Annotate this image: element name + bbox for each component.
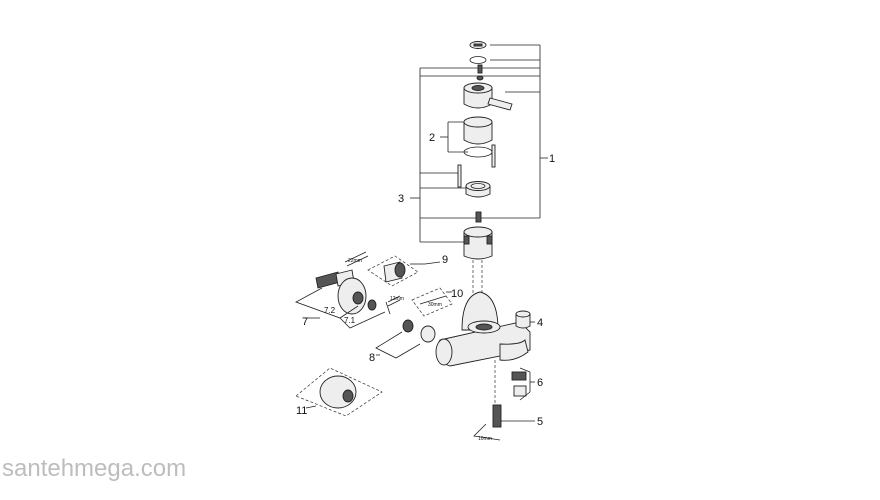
label-part-3: 3: [398, 193, 404, 205]
o-ring-top: [469, 56, 487, 64]
label-part-6: 6: [537, 377, 543, 389]
label-part-9: 9: [442, 254, 448, 266]
cartridge: [463, 226, 493, 260]
diverter: 10mm: [473, 404, 535, 442]
label-part-7-1: 7.1: [344, 316, 356, 325]
label-part-4: 4: [537, 317, 543, 329]
label-part-7: 7: [302, 316, 308, 328]
wrench-22mm: [344, 251, 369, 267]
label-part-7-2: 7.2: [324, 306, 336, 315]
o-ring-large: [463, 146, 493, 158]
leader-group-7: [295, 287, 386, 329]
part-9-group: [367, 255, 441, 287]
tool-size-label: 10mm: [478, 436, 492, 442]
tool-size-label: 22mm: [348, 258, 362, 264]
screw-small: [476, 64, 484, 81]
hex-key-12mm: [385, 295, 401, 315]
tool-size-label: 12mm: [390, 296, 404, 302]
tool-size-label: 30mm: [428, 302, 442, 308]
lever-handle: [463, 82, 513, 111]
retaining-nut: [465, 181, 491, 198]
washer: [367, 299, 377, 311]
end-cap: [515, 310, 535, 329]
mixer-body: [435, 291, 531, 367]
part-11-group: [295, 367, 383, 417]
label-part-2: 2: [429, 132, 435, 144]
leader-group-1: [410, 44, 548, 243]
cover-sleeve: [463, 116, 493, 145]
cartridge-bolts: [457, 144, 496, 188]
spindle: [475, 211, 482, 223]
label-part-8: 8: [369, 352, 375, 364]
label-part-5: 5: [537, 416, 543, 428]
escutcheon: [337, 277, 367, 315]
watermark: santehmega.com: [2, 455, 187, 482]
part-10-group: 30mm: [411, 287, 453, 317]
part-8-group: 12mm: [375, 295, 436, 359]
handle-cap: [469, 41, 487, 49]
label-part-10: 10: [451, 288, 463, 300]
label-part-1: 1: [549, 153, 555, 165]
hex-key-10mm: [473, 423, 501, 441]
label-part-11: 11: [296, 405, 307, 417]
aerator: [511, 367, 535, 401]
wrench-30mm: [419, 295, 447, 305]
